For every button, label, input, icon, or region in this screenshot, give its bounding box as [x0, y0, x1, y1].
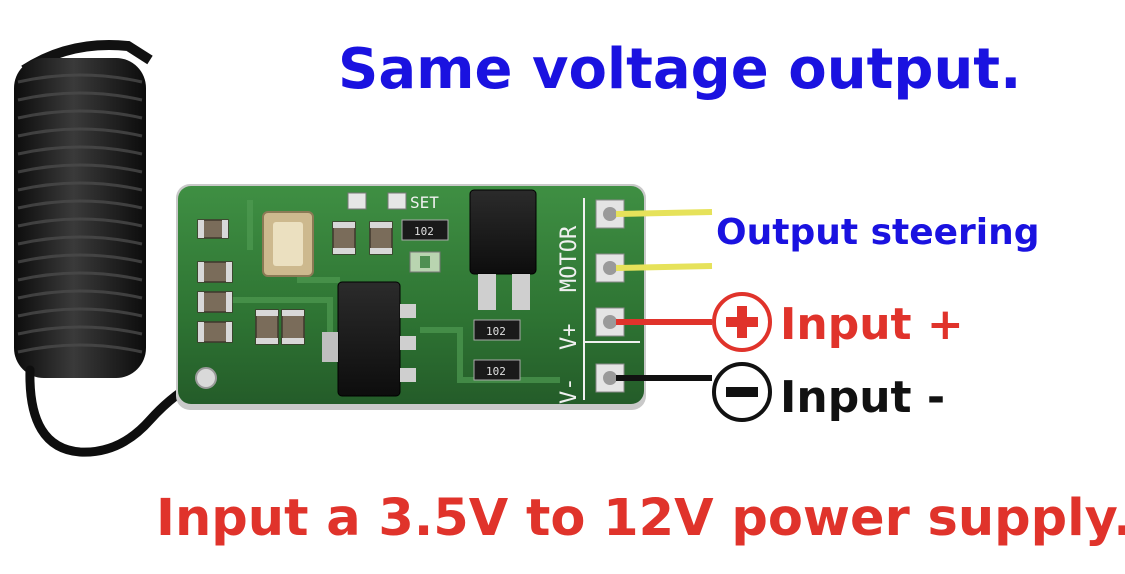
- supply-note: Input a 3.5V to 12V power supply.: [156, 489, 1125, 548]
- receiver-pcb: SET 102: [176, 184, 646, 410]
- silkscreen-motor: MOTOR: [557, 225, 582, 292]
- resistor-code-bottom: 102: [486, 365, 506, 378]
- resistor-code-top: 102: [414, 225, 434, 238]
- plus-icon: [712, 292, 772, 352]
- silkscreen-vplus: V+: [557, 324, 582, 351]
- steering-line-top: [615, 209, 713, 217]
- output-steering-label: Output steering: [716, 212, 1040, 253]
- input-plus-label: Input +: [780, 299, 964, 350]
- silkscreen-vminus: V-: [557, 378, 582, 405]
- minus-icon: [712, 362, 772, 422]
- antenna-coil: [14, 40, 210, 457]
- resistor-code-mid: 102: [486, 325, 506, 338]
- input-minus-label: Input -: [780, 372, 946, 423]
- steering-line-bottom: [615, 263, 713, 271]
- silkscreen-set: SET: [410, 193, 439, 212]
- headline: Same voltage output.: [338, 37, 1022, 102]
